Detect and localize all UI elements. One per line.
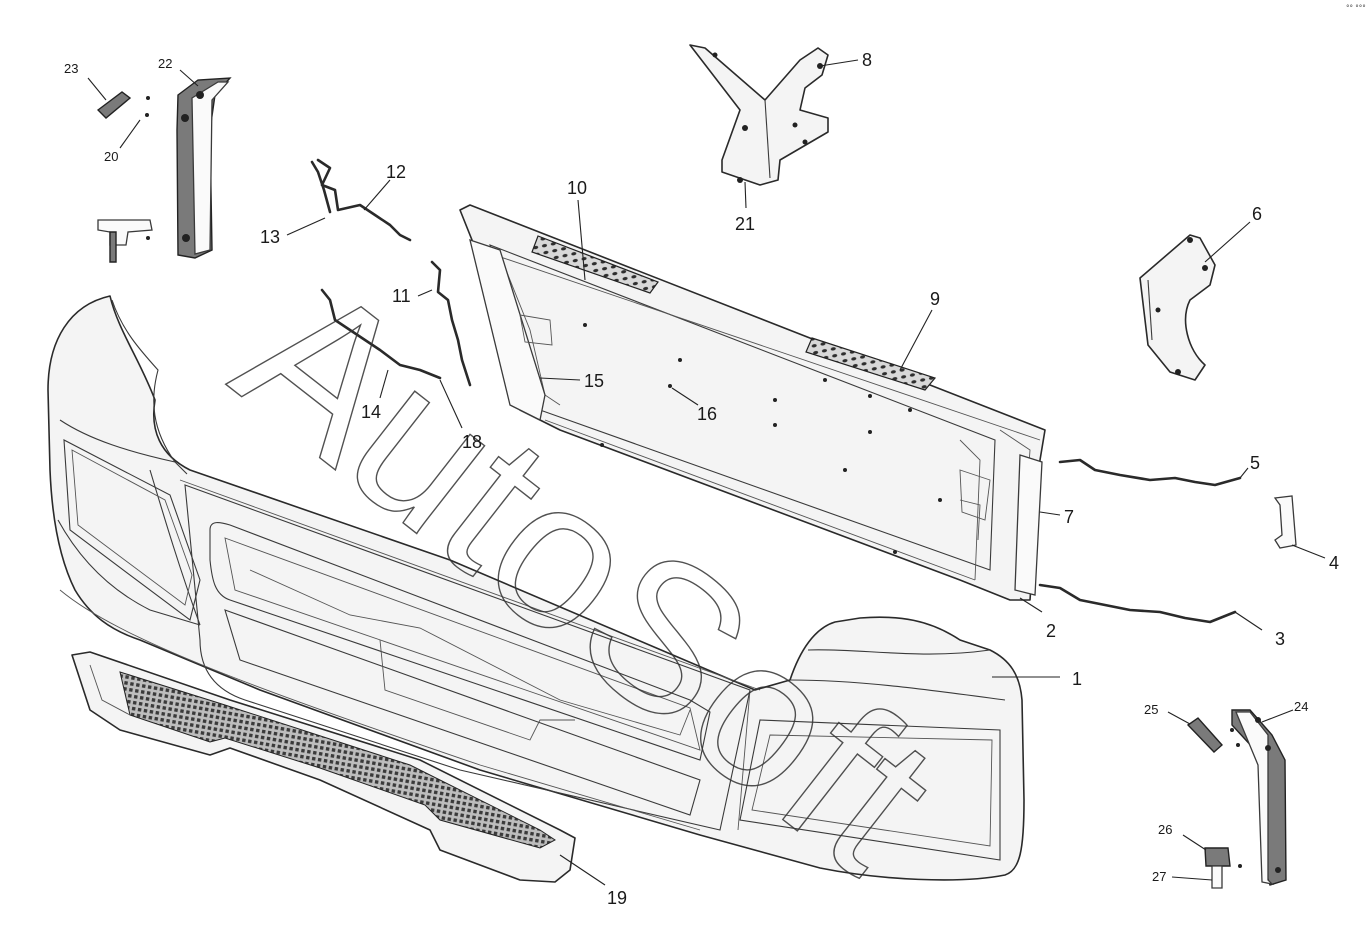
bolt-left [97,219,153,263]
wire-bracket-14 [320,288,442,380]
callout-8: 8 [862,50,872,70]
callout-10: 10 [567,178,587,198]
callout-26: 26 [1158,822,1172,837]
callout-labels: 1 2 3 4 5 6 7 8 9 10 11 12 13 14 15 16 1… [64,50,1339,908]
wire-bracket-5 [1058,458,1242,487]
callout-1: 1 [1072,669,1082,689]
callout-22: 22 [158,56,172,71]
callout-6: 6 [1252,204,1262,224]
pad-25 [1186,717,1223,753]
wire-bracket-12 [316,158,412,242]
callout-4: 4 [1329,553,1339,573]
pad-23 [96,91,132,119]
callout-24: 24 [1294,699,1308,714]
bolt-26 [1204,847,1242,889]
callout-20: 20 [104,149,118,164]
callout-27: 27 [1152,869,1166,884]
grille-frame [459,204,1046,601]
wire-bracket-13 [310,160,332,214]
bracket-8 [689,44,829,186]
callout-19: 19 [607,888,627,908]
callout-15: 15 [584,371,604,391]
callout-2: 2 [1046,621,1056,641]
callout-14: 14 [361,402,381,422]
leader-lines [87,59,1326,886]
washer-20b [145,113,149,117]
callout-9: 9 [930,289,940,309]
side-bracket-22 [176,77,232,259]
washer-right-b [1236,743,1240,747]
callout-3: 3 [1275,629,1285,649]
corner-mark: °° °°° [1346,4,1366,12]
wire-bracket-3 [1038,583,1237,624]
washer-20a [146,96,150,100]
callout-7: 7 [1064,507,1074,527]
callout-25: 25 [1144,702,1158,717]
callout-12: 12 [386,162,406,182]
lower-grille [71,651,576,883]
side-bracket-24 [1231,709,1287,886]
callout-21: 21 [735,214,755,234]
callout-5: 5 [1250,453,1260,473]
callout-11: 11 [392,286,411,306]
mesh-strip-10 [531,235,659,294]
wire-bracket-11 [430,260,472,387]
bracket-6 [1139,234,1216,381]
bumper-shell [47,295,1025,881]
clip-4 [1273,495,1297,549]
washer-right-a [1230,728,1234,732]
mesh-strip-9 [805,337,937,391]
callout-16: 16 [697,404,717,424]
callout-23: 23 [64,61,78,76]
callout-13: 13 [260,227,280,247]
grille-screws [583,323,942,554]
callout-18: 18 [462,432,482,452]
